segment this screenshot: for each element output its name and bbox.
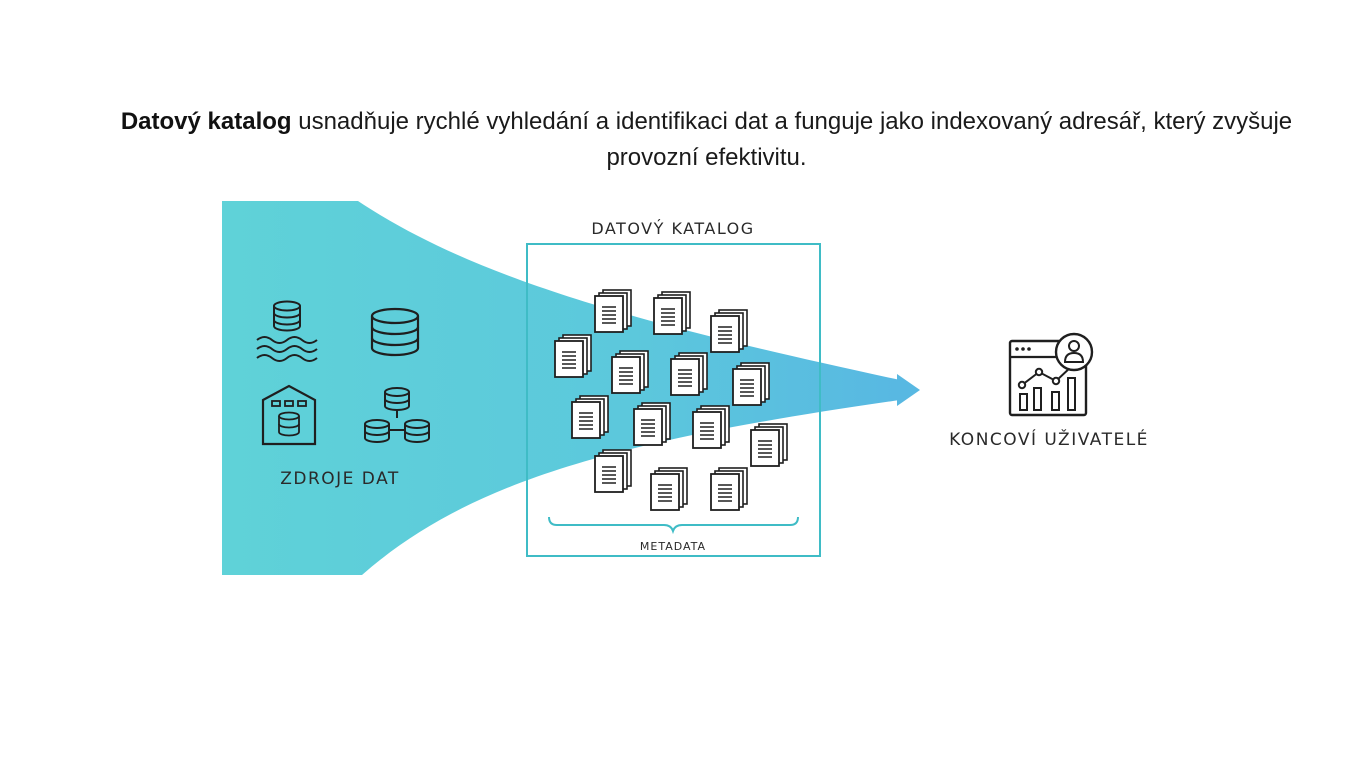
distributed-database-icon — [364, 387, 430, 443]
metadata-brace — [548, 516, 799, 535]
document-stack-icon — [710, 309, 748, 353]
document-stack-icon — [611, 350, 649, 394]
intro-text: Datový katalog usnadňuje rychlé vyhledán… — [100, 104, 1313, 176]
document-stack-icon — [710, 467, 748, 511]
document-stack-icon — [670, 352, 708, 396]
document-stack-icon — [594, 289, 632, 333]
document-stack-icon — [571, 395, 609, 439]
catalog-label: DATOVÝ KATALOG — [591, 219, 754, 238]
data-warehouse-icon — [261, 384, 317, 446]
database-icon — [370, 307, 420, 357]
catalog-frame — [526, 243, 821, 557]
metadata-label: METADATA — [640, 540, 706, 553]
funnel-shape — [222, 201, 900, 575]
sources-label: ZDROJE DAT — [280, 469, 400, 489]
document-stack-icon — [750, 423, 788, 467]
analytics-dashboard-icon — [1008, 332, 1094, 417]
document-stack-icon — [554, 334, 592, 378]
intro-rest: usnadňuje rychlé vyhledání a identifikac… — [291, 108, 1293, 171]
document-stack-icon — [692, 405, 730, 449]
data-lake-icon — [256, 300, 318, 362]
document-stack-icon — [732, 362, 770, 406]
document-stack-icon — [650, 467, 688, 511]
users-label: KONCOVÍ UŽIVATELÉ — [949, 428, 1149, 450]
intro-bold: Datový katalog — [120, 108, 292, 135]
document-stack-icon — [653, 291, 691, 335]
document-stack-icon — [633, 402, 671, 446]
arrow-head — [897, 374, 920, 406]
document-stack-icon — [594, 449, 632, 493]
